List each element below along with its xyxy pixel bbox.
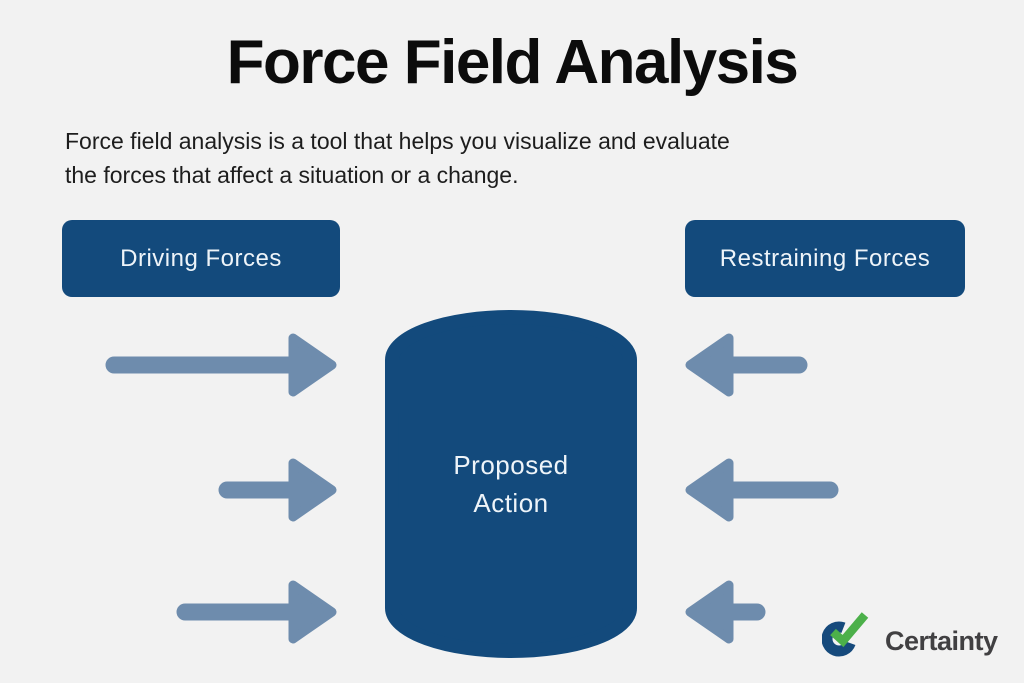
restraining-forces-box: Restraining Forces [685,220,965,297]
page-title: Force Field Analysis [226,28,799,97]
certainty-logo-text: Certainty [885,625,998,656]
page-subtitle: Force field analysis is a tool that help… [65,128,730,188]
restraining-forces-label: Restraining Forces [719,244,931,272]
restraining-arrow-1-icon [684,329,808,401]
cylinder-shape-icon [385,310,637,658]
certainty-logo: Certainty [822,610,998,668]
driving-forces-label: Driving Forces [120,244,282,272]
restraining-arrow-2-icon [684,454,839,526]
driving-arrow-3-icon [176,576,338,648]
certainty-logo-icon [822,612,869,657]
driving-arrow-1-icon [105,329,338,401]
proposed-action-shape: Proposed Action [385,310,637,658]
driving-forces-box: Driving Forces [62,220,340,297]
proposed-action-label: Proposed Action [453,450,569,518]
restraining-arrow-3-icon [684,576,766,648]
driving-arrow-2-icon [218,454,338,526]
